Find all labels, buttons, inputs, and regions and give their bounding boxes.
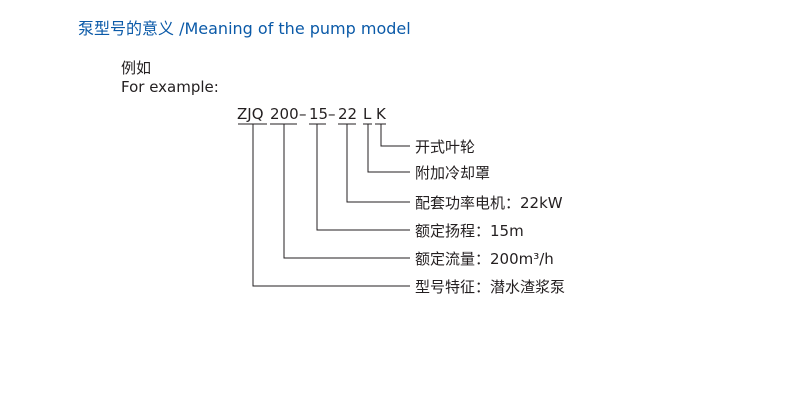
desc-flow: 额定流量：200m³/h [415,250,554,268]
code-dash-2: – [328,105,336,123]
leader-cooling [367,124,410,173]
code-impeller: K [376,105,387,123]
code-power: 22 [338,105,357,123]
code-series: ZJQ [237,105,264,123]
example-label-cn: 例如 [121,59,152,77]
code-flow: 200 [270,105,299,123]
desc-cooling: 附加冷却罩 [415,164,490,182]
desc-series: 型号特征：潜水渣浆泵 [415,278,565,296]
leader-series [252,124,410,287]
code-dash-1: – [299,105,307,123]
leader-power [346,124,410,203]
desc-power: 配套功率电机：22kW [415,194,563,212]
page-title: 泵型号的意义 /Meaning of the pump model [78,19,411,38]
desc-head: 额定扬程：15m [415,222,524,240]
model-code: ZJQ 200 – 15 – 22 L K [237,105,387,123]
code-head: 15 [309,105,328,123]
code-cooling: L [363,105,372,123]
leader-lines [252,124,410,287]
leader-flow [283,124,410,259]
descriptions: 开式叶轮 附加冷却罩 配套功率电机：22kW 额定扬程：15m 额定流量：200… [415,138,565,296]
example-label-en: For example: [121,78,219,96]
leader-head [316,124,410,231]
leader-impeller [380,124,410,147]
desc-impeller: 开式叶轮 [415,138,475,156]
